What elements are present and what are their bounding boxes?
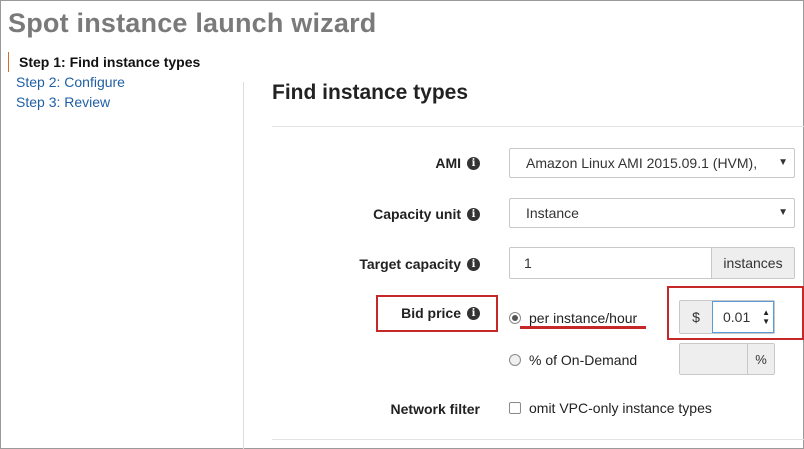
on-demand-percent-input-group: % [679, 343, 775, 375]
caret-down-icon: ▼ [778, 157, 788, 168]
bid-price-label-text: Bid price [401, 305, 461, 321]
on-demand-percent-radio[interactable] [509, 354, 521, 366]
page-title: Spot instance launch wizard [8, 8, 377, 38]
info-icon[interactable]: i [467, 257, 480, 271]
percent-symbol: % [747, 344, 774, 374]
capacity-unit-label-text: Capacity unit [373, 206, 461, 222]
target-capacity-input-group: 1 instances [509, 247, 795, 279]
price-highlight-box [667, 286, 804, 340]
per-instance-hour-label: per instance/hour [529, 310, 638, 326]
step-2-link[interactable]: Step 2: Configure [16, 74, 125, 90]
ami-value: Amazon Linux AMI 2015.09.1 (HVM), [526, 155, 758, 171]
capacity-unit-select[interactable]: Instance ▼ [509, 198, 795, 228]
ami-label: AMI i [435, 155, 480, 171]
ami-label-text: AMI [435, 155, 461, 171]
omit-vpc-label: omit VPC-only instance types [529, 400, 712, 416]
omit-vpc-checkbox[interactable] [509, 402, 521, 414]
on-demand-percent-option[interactable]: % of On-Demand [509, 352, 637, 368]
target-capacity-unit: instances [711, 248, 794, 278]
per-instance-hour-underline [520, 326, 646, 329]
network-filter-label-text: Network filter [390, 401, 480, 417]
capacity-unit-label: Capacity unit i [373, 206, 480, 222]
bid-price-highlight-box [376, 295, 498, 332]
spinner-icon[interactable]: ▲▼ [762, 308, 770, 326]
section-title: Find instance types [272, 81, 469, 104]
target-capacity-input[interactable]: 1 [524, 255, 532, 271]
info-icon[interactable]: i [467, 306, 480, 320]
radio-selected-dot [512, 315, 518, 321]
bottom-divider [272, 439, 804, 440]
step-1-link[interactable]: Step 1: Find instance types [8, 52, 228, 72]
target-capacity-label-text: Target capacity [359, 256, 461, 272]
bid-price-input-group: $ 0.01 ▲▼ [679, 300, 775, 334]
capacity-unit-value: Instance [526, 205, 579, 221]
step-3-link[interactable]: Step 3: Review [16, 94, 111, 110]
network-filter-label: Network filter [391, 401, 480, 417]
bid-price-label: Bid price i [401, 305, 480, 321]
section-divider [272, 126, 804, 127]
caret-down-icon: ▼ [778, 207, 788, 218]
on-demand-percent-label: % of On-Demand [529, 352, 638, 368]
per-instance-hour-radio[interactable] [509, 312, 521, 324]
currency-symbol: $ [692, 309, 700, 325]
info-icon[interactable]: i [467, 156, 480, 170]
ami-select[interactable]: Amazon Linux AMI 2015.09.1 (HVM), ▼ [509, 148, 795, 178]
info-icon[interactable]: i [467, 207, 480, 221]
network-filter-option[interactable]: omit VPC-only instance types [509, 400, 712, 416]
nav-divider [243, 82, 244, 449]
on-demand-percent-input[interactable] [680, 344, 747, 374]
bid-price-value: 0.01 [723, 309, 751, 325]
per-instance-hour-option[interactable]: per instance/hour [509, 310, 637, 326]
wizard-steps-nav: Step 1: Find instance types Step 2: Conf… [8, 52, 228, 112]
bid-price-input[interactable]: 0.01 ▲▼ [712, 301, 774, 333]
target-capacity-label: Target capacity i [359, 256, 480, 272]
